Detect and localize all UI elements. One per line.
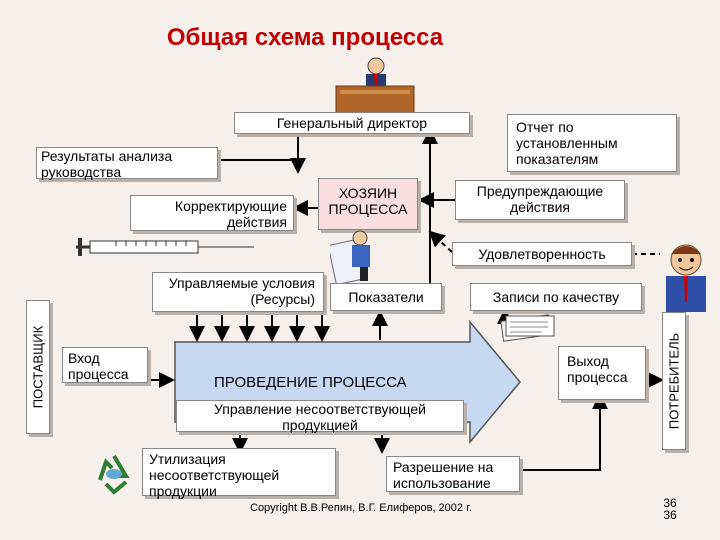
resources-box: Управляемые условия (Ресурсы) bbox=[152, 272, 324, 312]
director-box: Генеральный директор bbox=[234, 112, 470, 134]
director-desk-icon bbox=[335, 57, 415, 115]
resource-arrows bbox=[189, 312, 330, 342]
supplier-box: ПОСТАВЩИК bbox=[26, 300, 50, 434]
satisfaction-box: Удовлетворенность bbox=[452, 242, 632, 266]
consumer-person-icon bbox=[666, 244, 706, 312]
page-number: 36 36 bbox=[660, 497, 680, 521]
report-box: Отчет по установленным показателям bbox=[507, 114, 677, 172]
output-box: Выход процесса bbox=[558, 346, 646, 400]
documents-icon bbox=[500, 314, 555, 342]
input-box: Вход процесса bbox=[62, 347, 148, 383]
analysis-box: Результаты анализа руководства bbox=[36, 147, 218, 180]
supplier-label: ПОСТАВЩИК bbox=[30, 325, 46, 409]
consumer-box: ПОТРЕБИТЕЛЬ bbox=[662, 312, 686, 450]
corrective-box: Корректирующие действия bbox=[130, 195, 294, 231]
recycle-icon bbox=[98, 454, 130, 495]
nonconforming-box: Управление несоответствующей продукцией bbox=[176, 400, 464, 433]
copyright: Copyright В.В.Репин, В.Г. Елиферов, 2002… bbox=[250, 502, 472, 514]
page-number-top: 36 bbox=[663, 496, 677, 510]
page-title: Общая схема процесса bbox=[166, 24, 444, 51]
permission-box: Разрешение на использование bbox=[386, 456, 520, 492]
process-label: ПРОВЕДЕНИЕ ПРОЦЕССА bbox=[214, 374, 407, 391]
process-owner-icon bbox=[330, 230, 370, 284]
syringe-icon bbox=[76, 238, 254, 256]
arrow-satisfaction bbox=[428, 230, 453, 253]
owner-box: ХОЗЯИН ПРОЦЕССА bbox=[318, 178, 418, 230]
page-number-bottom: 36 bbox=[663, 508, 677, 522]
consumer-label: ПОТРЕБИТЕЛЬ bbox=[666, 332, 682, 430]
indicators-box: Показатели bbox=[330, 283, 442, 311]
preventive-box: Предупреждающие действия bbox=[455, 180, 625, 220]
arrow-permission-consumer bbox=[520, 393, 608, 471]
quality-records-box: Записи по качеству bbox=[470, 283, 642, 311]
disposal-box: Утилизация несоответствующей продукции bbox=[142, 448, 336, 499]
